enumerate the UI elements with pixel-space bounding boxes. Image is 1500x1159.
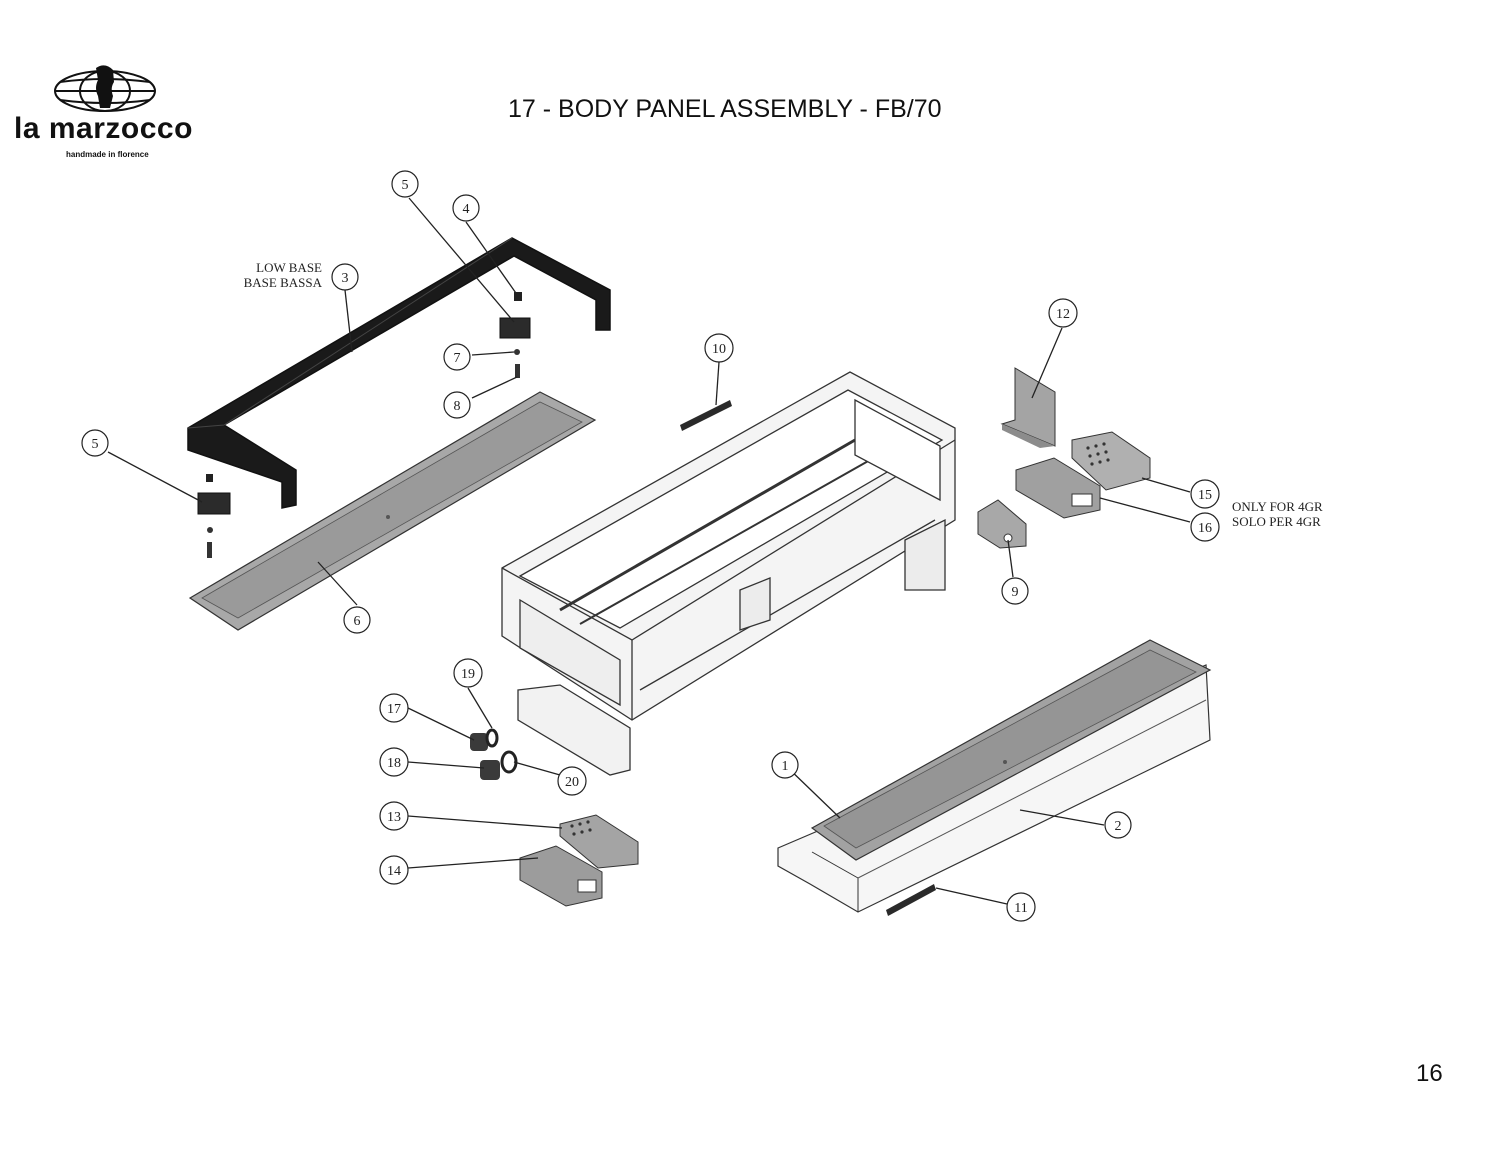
callout-8: 8	[443, 391, 471, 419]
callout-17: 17	[379, 693, 409, 723]
callout-18: 18	[379, 747, 409, 777]
part-cover-box-small	[519, 845, 603, 907]
part-chassis-frame	[501, 371, 956, 776]
callout-label: 19	[461, 667, 475, 682]
part-low-base	[187, 237, 611, 509]
callout-14: 14	[379, 855, 409, 885]
note-solo-4gr: SOLO PER 4GR	[1232, 514, 1321, 529]
callout-4: 4	[452, 194, 480, 222]
callout-list: 1 2 3 4 5 5 6 7 8 9 10 11 12 13 14 15 16…	[81, 170, 1220, 922]
callout-2: 2	[1104, 811, 1132, 839]
part-cover-perforated-small	[559, 814, 639, 869]
callout-label: 17	[387, 702, 401, 717]
page-title: 17 - BODY PANEL ASSEMBLY - FB/70	[508, 95, 942, 123]
callout-10: 10	[704, 333, 734, 363]
part-foot-lower	[197, 474, 231, 558]
callout-label: 14	[387, 864, 401, 879]
note-low-base: LOW BASE	[256, 260, 322, 275]
callout-20: 20	[557, 766, 587, 796]
callout-5-upper: 5	[391, 170, 419, 198]
callout-label: 6	[354, 614, 361, 629]
callout-3: 3	[331, 263, 359, 291]
callout-label: 2	[1115, 819, 1122, 834]
callout-label: 10	[712, 342, 726, 357]
leader-lines	[107, 197, 1191, 905]
callout-label: 3	[342, 271, 349, 286]
callout-label: 5	[402, 178, 409, 193]
part-small-bracket	[977, 499, 1027, 549]
callout-label: 1	[782, 759, 789, 774]
callout-19: 19	[453, 658, 483, 688]
part-cover-perforated	[1071, 431, 1151, 491]
callout-9: 9	[1001, 577, 1029, 605]
callout-label: 18	[387, 756, 401, 771]
callout-label: 4	[463, 202, 470, 217]
callout-label: 7	[454, 351, 461, 366]
callout-label: 13	[387, 810, 401, 825]
brand-tagline: handmade in florence	[66, 150, 149, 159]
callout-label: 15	[1198, 488, 1212, 503]
part-badge-lower	[886, 884, 936, 916]
part-foot-upper	[499, 292, 531, 378]
callout-13: 13	[379, 801, 409, 831]
callout-label: 9	[1012, 585, 1019, 600]
part-drip-tray	[188, 391, 597, 631]
callout-label: 8	[454, 399, 461, 414]
part-badge-upper	[680, 400, 732, 431]
callout-label: 12	[1056, 307, 1070, 322]
callout-label: 11	[1014, 901, 1027, 916]
part-cover-box	[1015, 457, 1101, 519]
callout-15: 15	[1190, 479, 1220, 509]
callout-label: 16	[1198, 521, 1212, 536]
part-bracket-plate	[1000, 367, 1056, 448]
brand-name: la marzocco	[14, 112, 193, 145]
la-marzocco-logo	[54, 65, 156, 112]
callout-label: 5	[92, 437, 99, 452]
page-number: 16	[1416, 1060, 1443, 1087]
callout-5-lower: 5	[81, 429, 109, 457]
callout-6: 6	[343, 606, 371, 634]
part-connectors	[470, 728, 518, 780]
callout-12: 12	[1048, 298, 1078, 328]
callout-1: 1	[771, 751, 799, 779]
callout-16: 16	[1190, 512, 1220, 542]
lion-icon	[96, 65, 114, 108]
note-base-bassa: BASE BASSA	[244, 275, 323, 290]
callout-7: 7	[443, 343, 471, 371]
part-top-tray	[810, 639, 1212, 861]
note-only-4gr: ONLY FOR 4GR	[1232, 499, 1323, 514]
callout-label: 20	[565, 775, 579, 790]
callout-11: 11	[1006, 892, 1036, 922]
